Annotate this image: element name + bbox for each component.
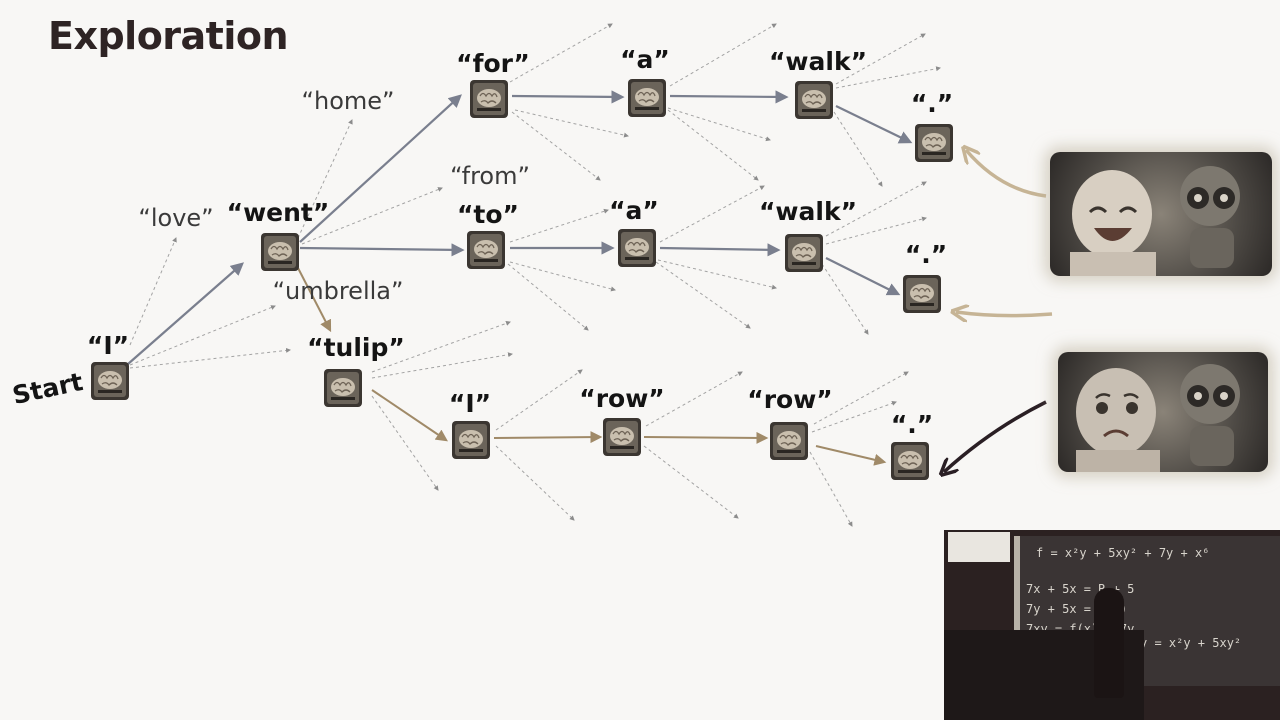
token-dot-3: “.” bbox=[891, 410, 933, 439]
brain-icon bbox=[451, 420, 491, 460]
brain-icon bbox=[469, 79, 509, 119]
token-labels: Start “I” “love” “went” “umbrella” “tuli… bbox=[10, 45, 953, 439]
token-dot-1: “.” bbox=[911, 89, 953, 118]
brain-icon bbox=[602, 417, 642, 457]
token-i-2: “I” bbox=[449, 389, 491, 418]
token-dot-2: “.” bbox=[905, 240, 947, 269]
token-went: “went” bbox=[227, 198, 330, 227]
token-i: “I” bbox=[87, 331, 129, 360]
token-tulip: “tulip” bbox=[307, 333, 405, 362]
explored-path-arrows bbox=[297, 267, 887, 466]
start-label: Start bbox=[10, 367, 86, 410]
laughing-baby-robot-image bbox=[1050, 152, 1272, 276]
brain-icon bbox=[890, 441, 930, 481]
token-walk-2: “walk” bbox=[759, 197, 857, 226]
chalkboard-line: y = x²y + 5xy² bbox=[1140, 636, 1242, 650]
brain-icon bbox=[902, 274, 942, 314]
lecture-video-inset: f = x²y + 5xy² + 7y + x⁶ 7x + 5x = R + 5… bbox=[944, 530, 1280, 720]
lecturer-silhouette bbox=[1094, 588, 1124, 698]
token-from: “from” bbox=[450, 162, 530, 190]
happy-feedback-illustration bbox=[1070, 166, 1240, 276]
token-a-1: “a” bbox=[620, 45, 670, 74]
sad-feedback-illustration bbox=[1076, 364, 1240, 472]
token-love: “love” bbox=[138, 204, 213, 232]
brain-icon bbox=[784, 233, 824, 273]
token-home: “home” bbox=[302, 87, 395, 115]
token-a-2: “a” bbox=[609, 196, 659, 225]
projector-screen-thumbnail bbox=[948, 532, 1010, 562]
token-for: “for” bbox=[456, 49, 530, 78]
slide-title: Exploration bbox=[48, 14, 289, 58]
chosen-path-arrows bbox=[127, 90, 913, 365]
brain-icon bbox=[617, 228, 657, 268]
brain-icon bbox=[90, 361, 130, 401]
token-walk-1: “walk” bbox=[769, 47, 867, 76]
model-nodes bbox=[90, 78, 954, 481]
brain-icon bbox=[323, 368, 363, 408]
brain-icon bbox=[466, 230, 506, 270]
crying-baby-robot-image bbox=[1058, 352, 1268, 472]
good-feedback-arrow-1 bbox=[966, 150, 1047, 198]
brain-icon bbox=[794, 80, 834, 120]
good-feedback-arrow-2 bbox=[956, 312, 1053, 316]
bad-feedback-arrow bbox=[944, 400, 1047, 472]
token-umbrella: “umbrella” bbox=[273, 277, 404, 305]
token-to: “to” bbox=[457, 200, 519, 229]
feedback-arrows bbox=[944, 150, 1053, 472]
brain-icon bbox=[914, 123, 954, 163]
token-row-1: “row” bbox=[579, 384, 664, 413]
chalkboard-line: f = x²y + 5xy² + 7y + x⁶ bbox=[1036, 546, 1210, 560]
token-row-2: “row” bbox=[747, 385, 832, 414]
brain-icon bbox=[260, 232, 300, 272]
faint-branches bbox=[129, 23, 941, 527]
brain-icon bbox=[769, 421, 809, 461]
brain-icon bbox=[627, 78, 667, 118]
